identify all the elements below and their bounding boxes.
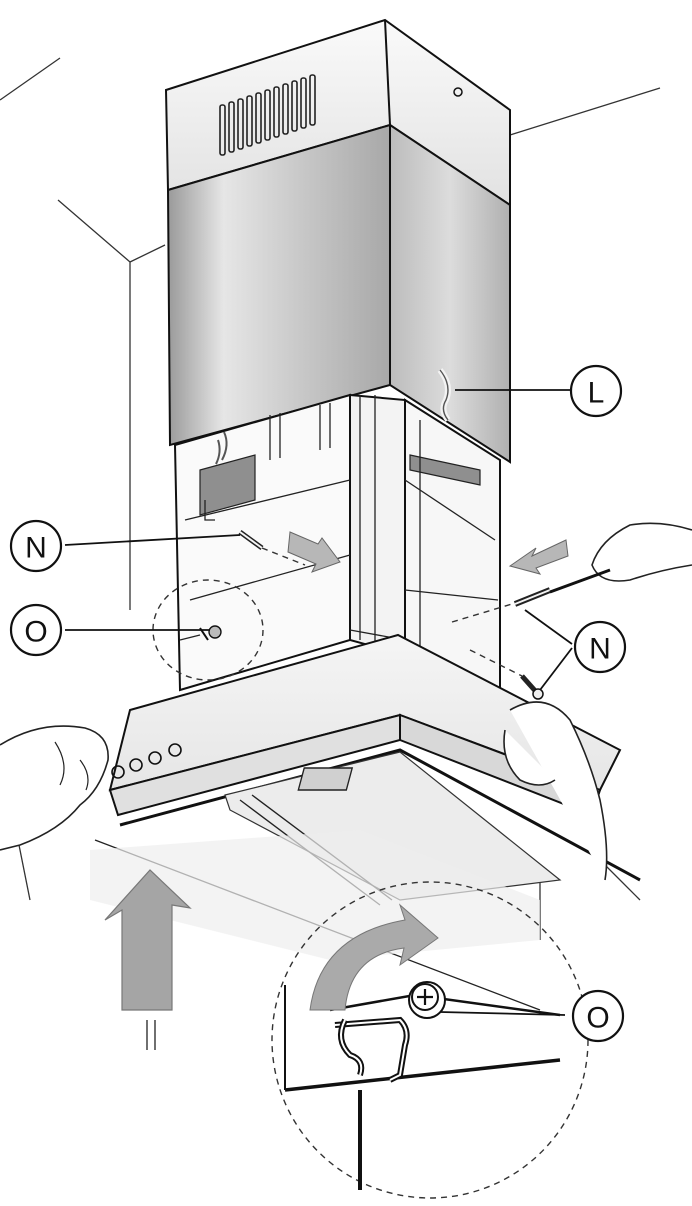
detail-highlight-left — [152, 579, 264, 681]
callout-o-detail: O — [571, 989, 625, 1043]
callout-label-o-left: O — [24, 616, 47, 649]
callout-label-o-detail: O — [586, 1002, 609, 1035]
rotate-arrow-icon — [309, 903, 439, 1011]
callout-o-left: O — [9, 603, 63, 657]
hood-canopy — [94, 633, 641, 1011]
callout-label-n-right: N — [589, 633, 611, 666]
callout-label-n-left: N — [25, 532, 47, 565]
hand-screwdriver-icon — [549, 522, 692, 594]
screw-right-n-bottom — [520, 674, 544, 700]
slide-arrow-right — [508, 539, 569, 575]
callout-l: L — [569, 364, 623, 418]
ventilation-slots — [219, 74, 316, 156]
hood-shadow — [90, 830, 540, 960]
screw-hole-icon — [453, 87, 463, 97]
screw-left-n — [238, 529, 264, 551]
filter-grille — [297, 767, 354, 791]
leader-o-detail — [439, 1011, 566, 1016]
screw-head-icon — [408, 981, 446, 1019]
control-knobs — [111, 743, 182, 779]
callout-n-left: N — [9, 519, 63, 573]
lower-chimney-frame — [173, 393, 501, 702]
upper-chimney — [164, 18, 511, 464]
screw-right-n-top — [513, 587, 552, 607]
callout-label-l: L — [588, 377, 605, 410]
leader-n-right — [524, 609, 573, 691]
hand-right-icon — [503, 701, 608, 881]
lift-up-arrow — [104, 869, 192, 1050]
leader-n-left — [64, 534, 241, 546]
slide-arrow-left — [287, 531, 341, 573]
callout-n-right: N — [573, 620, 627, 674]
hand-left-icon — [0, 725, 109, 851]
